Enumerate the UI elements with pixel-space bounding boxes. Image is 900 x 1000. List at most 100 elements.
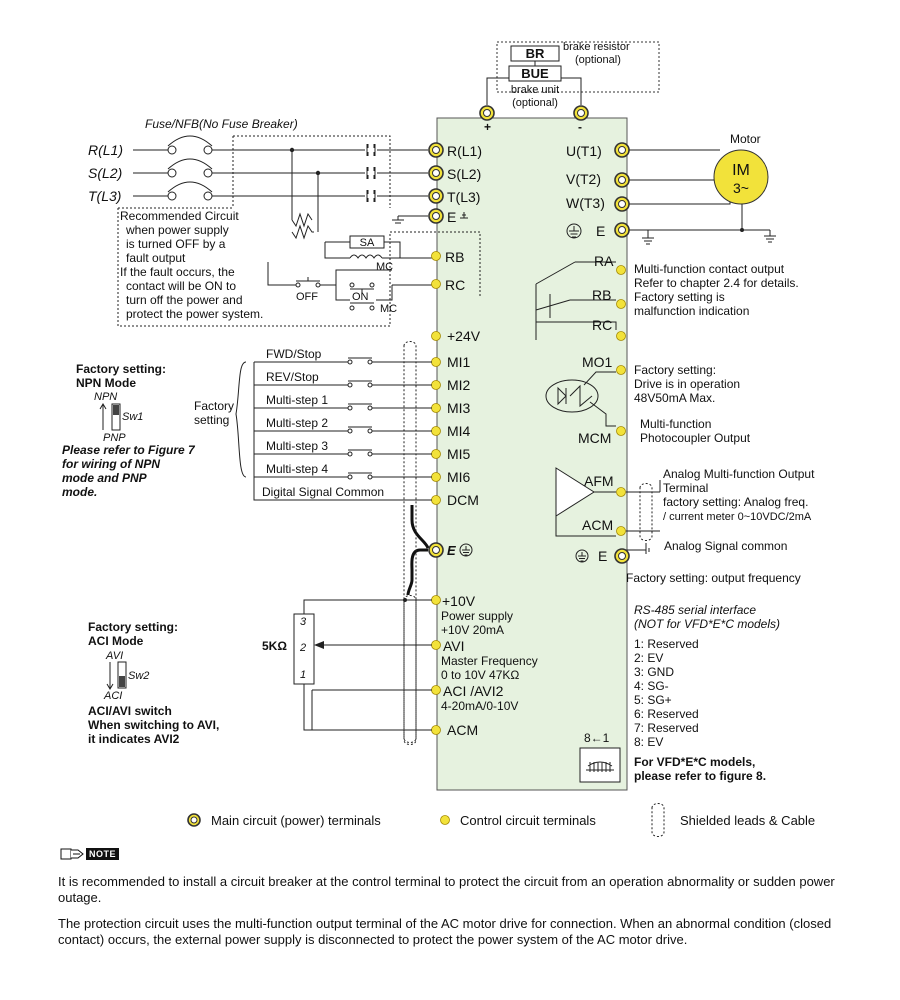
- svg-text:4: SG-: 4: SG-: [634, 679, 669, 693]
- brake-unit-text: brake unit: [511, 84, 559, 96]
- svg-text:is turned OFF by a: is turned OFF by a: [126, 237, 226, 251]
- control-terminals-left: [431, 251, 441, 735]
- svg-text:5: SG+: 5: SG+: [634, 693, 672, 707]
- npn-title-2: NPN Mode: [76, 376, 136, 390]
- terminal-acm-right-label: ACM: [582, 517, 613, 533]
- svg-text:fault output: fault output: [126, 251, 186, 265]
- terminal-t-label: T(L3): [447, 189, 480, 205]
- aci-switch-title-1: ACI/AVI switch: [88, 704, 172, 718]
- ground-icon: [566, 223, 582, 239]
- digital-signal-common: Digital Signal Common: [262, 485, 384, 499]
- rs485-note-1: For VFD*E*C models,: [634, 755, 755, 769]
- brake-resistor-text: brake resistor: [563, 41, 630, 53]
- brake-wires: [486, 61, 582, 105]
- brake-resistor-optional: (optional): [575, 54, 621, 66]
- terminal-dcm-label: DCM: [447, 492, 479, 508]
- minus-label: -: [578, 120, 582, 134]
- terminal-aci-label: ACI /AVI2: [443, 683, 504, 699]
- terminal-10v-desc2: +10V 20mA: [441, 623, 504, 637]
- terminal-avi-label: AVI: [443, 638, 465, 654]
- terminal-mi6-label: MI6: [447, 469, 471, 485]
- aci-title-1: Factory setting:: [88, 620, 178, 634]
- motor-im: IM: [732, 162, 750, 179]
- input-r-label: R(L1): [88, 142, 123, 158]
- svg-text:2: EV: 2: EV: [634, 651, 663, 665]
- input-label-rev: REV/Stop: [266, 370, 319, 384]
- ground-icon: [460, 212, 468, 219]
- factory-output-frequency: Factory setting: output frequency: [626, 571, 801, 585]
- terminal-avi-desc1: Master Frequency: [441, 654, 538, 668]
- terminal-mi2-label: MI2: [447, 377, 471, 393]
- terminal-mo1-label: MO1: [582, 354, 613, 370]
- fuse-label: Fuse/NFB(No Fuse Breaker): [145, 117, 298, 131]
- aci-avi-label: AVI: [105, 650, 123, 662]
- ground-icon: [392, 215, 428, 224]
- mc-coil: [324, 241, 432, 259]
- svg-text:contact will be ON to: contact will be ON to: [126, 279, 236, 293]
- terminal-10v-label: +10V: [442, 593, 476, 609]
- aci-switch-title-3: it indicates AVI2: [88, 732, 180, 746]
- terminal-rc-label: RC: [445, 277, 465, 293]
- terminal-mcm-label: MCM: [578, 430, 611, 446]
- terminal-10v-desc1: Power supply: [441, 609, 513, 623]
- terminal-24v-label: +24V: [447, 328, 481, 344]
- afm-note-4: / current meter 0~10VDC/2mA: [663, 511, 812, 523]
- relay-contacts: [535, 261, 617, 340]
- factory-brace: [235, 361, 247, 478]
- rs485-connector-icon: [579, 747, 621, 783]
- legend-shield-icon: [651, 803, 665, 837]
- npn-ref-1: Please refer to Figure 7: [62, 443, 196, 457]
- pot-value: 5KΩ: [262, 639, 287, 653]
- brake-unit-optional: (optional): [512, 97, 558, 109]
- npn-arrow-icon: [99, 403, 107, 430]
- svg-text:6: Reserved: 6: Reserved: [634, 707, 699, 721]
- terminal-mi5-label: MI5: [447, 446, 471, 462]
- motor-wires: [629, 149, 731, 205]
- shielded-cable-digital: [403, 341, 417, 745]
- recommended-circuit-frame: [117, 135, 481, 327]
- svg-text:Recommended Circuit: Recommended Circuit: [120, 209, 239, 223]
- relay-rb-label: RB: [592, 287, 611, 303]
- terminal-e-label: E: [447, 209, 456, 225]
- mo1-note-1: Factory setting:: [634, 363, 716, 377]
- motor-ground-wires: [629, 204, 776, 245]
- input-label-ms4: Multi-step 4: [266, 462, 328, 476]
- digital-input-wires: [253, 361, 432, 501]
- terminal-v-label: V(T2): [566, 171, 601, 187]
- input-label-ms3: Multi-step 3: [266, 439, 328, 453]
- aci-title-2: ACI Mode: [88, 634, 144, 648]
- note-paragraph-2: The protection circuit uses the multi-fu…: [58, 916, 832, 947]
- brake-resistor-label: BR: [526, 46, 545, 61]
- brake-option-frame: [496, 41, 660, 93]
- pot-pin-1: 1: [300, 669, 306, 681]
- input-s-label: S(L2): [88, 165, 122, 181]
- main-terminals-right: [614, 142, 630, 238]
- note-label: NOTE: [86, 848, 120, 860]
- afm-amplifier: [555, 467, 595, 517]
- pnp-label: PNP: [103, 432, 126, 444]
- afm-note-3: factory setting: Analog freq.: [663, 495, 808, 509]
- rs485-pin-list: 1: Reserved 2: EV 3: GND 4: SG- 5: SG+ 6…: [634, 637, 699, 749]
- relay-logic-wires: [267, 262, 432, 301]
- terminal-avi-desc2: 0 to 10V 47KΩ: [441, 668, 519, 682]
- relay-rc-label: RC: [592, 317, 612, 333]
- npn-title-1: Factory setting:: [76, 362, 166, 376]
- mc-label-1: MC: [376, 261, 393, 273]
- plus-label: +: [484, 120, 491, 134]
- legend-control-label: Control circuit terminals: [460, 813, 596, 828]
- note-paragraph-1: It is recommended to install a circuit b…: [58, 874, 835, 905]
- terminal-e-right-label: E: [596, 223, 605, 239]
- analog-wires: [303, 599, 432, 731]
- relay-ra-label: RA: [594, 253, 614, 269]
- npn-ref-3: mode and PNP: [62, 471, 148, 485]
- drive-panel: [436, 117, 628, 791]
- shielded-cable-analog: [403, 595, 417, 743]
- mo1-note-3: 48V50mA Max.: [634, 391, 715, 405]
- terminal-acm-label: ACM: [447, 722, 478, 738]
- relay-note-4: malfunction indication: [634, 304, 749, 318]
- relay-note-3: Factory setting is: [634, 290, 725, 304]
- terminal-mi4-label: MI4: [447, 423, 471, 439]
- motor-phase: 3~: [733, 180, 749, 196]
- factory-setting-1: Factory: [194, 399, 234, 413]
